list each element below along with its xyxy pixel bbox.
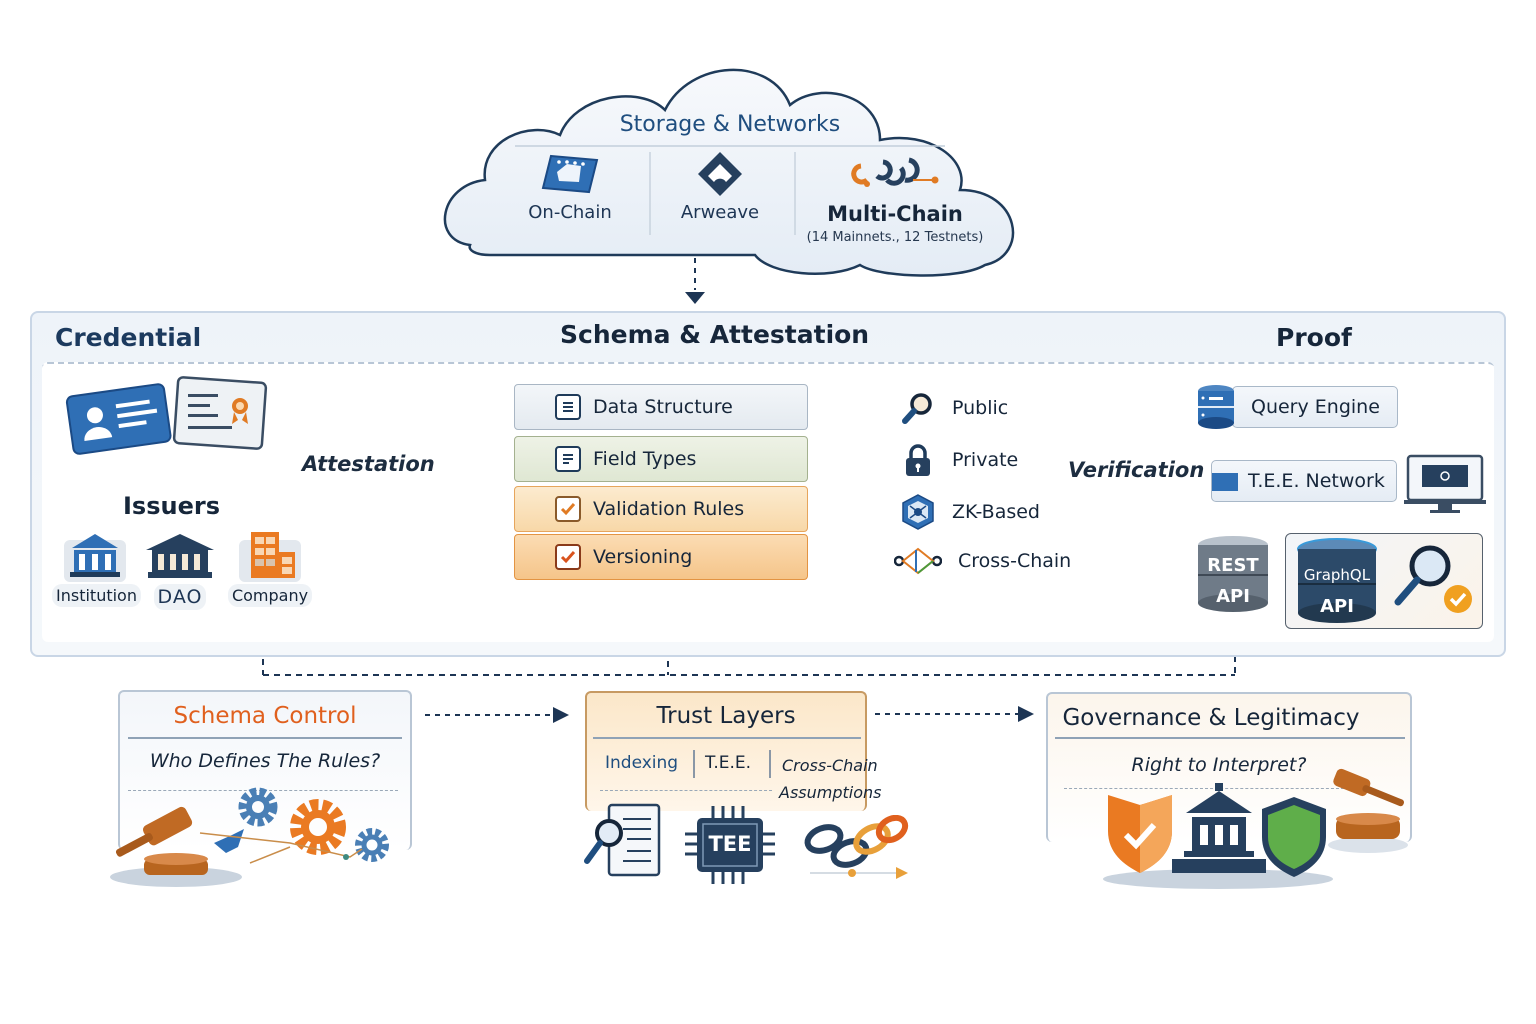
- database-icon: [1198, 385, 1234, 429]
- document-icon: [555, 394, 581, 420]
- schema-control-question: Who Defines The Rules?: [149, 750, 381, 772]
- rest-api-cylinder-icon: [1198, 536, 1268, 612]
- shield-check-icon: [1108, 795, 1172, 873]
- storage-title: Storage & Networks: [619, 112, 841, 137]
- storage-item-on-chain[interactable]: On-Chain: [515, 150, 625, 223]
- storage-item-multi-chain[interactable]: Multi-Chain (14 Mainnets., 12 Testnets): [800, 150, 990, 245]
- chain-links-icon: [851, 157, 939, 187]
- list-document-icon: [555, 446, 581, 472]
- company-label: Company: [227, 584, 313, 607]
- field-types-label: Field Types: [593, 448, 697, 470]
- validation-rules-label: Validation Rules: [593, 498, 745, 520]
- graphql-cylinder-icon: [1297, 538, 1377, 623]
- tee-chip-label: TEE: [708, 832, 752, 856]
- monitor-icon: [1404, 454, 1486, 513]
- governance-question: Right to Interpret?: [1131, 754, 1307, 776]
- institution-icon: [1172, 783, 1266, 873]
- trust-layers-card: [585, 691, 867, 811]
- schema-item-validation-rules[interactable]: Validation Rules: [514, 486, 808, 532]
- certificate-icon: [172, 376, 268, 450]
- trust-separator: [693, 750, 695, 778]
- dao-label: DAO: [153, 584, 207, 610]
- tee-network-tab: [1212, 473, 1238, 491]
- arweave-logo-icon: [698, 152, 742, 196]
- graphql-api-database[interactable]: GraphQL API: [1296, 538, 1378, 624]
- indexing-document-icon: [584, 803, 661, 877]
- cross-chain-label: Cross-Chain: [958, 550, 1072, 572]
- credential-title: Credential: [55, 323, 202, 352]
- trust-layers-divider: [593, 737, 861, 739]
- zk-hexagon-icon: [900, 494, 936, 530]
- trust-item-cross-chain: Cross-Chain: [782, 756, 878, 775]
- checkbox-icon: [555, 544, 581, 570]
- trust-layers-title: Trust Layers: [656, 703, 796, 729]
- magnifier-icon: [900, 390, 936, 426]
- schema-control-divider: [128, 737, 402, 739]
- search-verify-icon: [1394, 545, 1472, 613]
- multi-chain-sublabel: (14 Mainnets., 12 Testnets): [806, 230, 984, 245]
- graphql-api-label: API: [1320, 596, 1354, 617]
- gear-blue-icon: [238, 787, 278, 827]
- versioning-label: Versioning: [593, 546, 693, 568]
- governance-dashed-divider: [1064, 788, 1344, 789]
- visibility-private[interactable]: Private: [900, 442, 1018, 478]
- lock-icon: [900, 442, 936, 478]
- rest-label: REST: [1207, 555, 1259, 576]
- cross-chain-icon: [894, 543, 942, 579]
- query-engine-box[interactable]: Query Engine: [1232, 386, 1398, 428]
- institution-label: Institution: [52, 584, 141, 607]
- governance-icons: [1103, 768, 1408, 889]
- rest-api-database[interactable]: REST API: [1196, 535, 1270, 613]
- tee-chip-icon: [685, 806, 775, 884]
- issuer-institution[interactable]: Institution: [52, 530, 141, 607]
- gear-orange-icon: [290, 799, 346, 855]
- issuer-company[interactable]: Company: [226, 530, 314, 607]
- trust-item-tee: T.E.E.: [705, 753, 752, 773]
- trust-item-indexing: Indexing: [605, 753, 679, 773]
- rest-api-label: API: [1216, 586, 1250, 607]
- multi-chain-label: Multi-Chain: [827, 202, 963, 226]
- verification-label: Verification: [1068, 458, 1205, 482]
- governance-title: Governance & Legitimacy: [1062, 705, 1360, 731]
- issuer-dao[interactable]: DAO: [143, 530, 217, 610]
- public-label: Public: [952, 397, 1009, 419]
- query-engine-label: Query Engine: [1251, 396, 1380, 418]
- governance-divider: [1055, 737, 1405, 739]
- gear-small-icon: [355, 828, 389, 862]
- schema-control-title: Schema Control: [173, 703, 357, 729]
- dao-building-icon: [146, 534, 214, 578]
- tee-network-label: T.E.E. Network: [1248, 470, 1385, 492]
- private-label: Private: [952, 449, 1019, 471]
- trust-item-assumptions: Assumptions: [779, 783, 882, 802]
- checkbox-icon: [555, 496, 581, 522]
- trust-separator: [769, 750, 771, 778]
- tee-chip: TEE: [683, 806, 777, 884]
- attestation-label: Attestation: [302, 452, 435, 476]
- graphql-label: GraphQL: [1303, 566, 1371, 584]
- chain-links-icon: [804, 815, 909, 879]
- blockchain-chip-icon: [541, 154, 599, 194]
- trust-dashed-divider: [600, 790, 772, 791]
- schema-item-data-structure[interactable]: Data Structure: [514, 384, 808, 430]
- zk-based-label: ZK-Based: [952, 501, 1040, 523]
- institution-building-icon: [64, 534, 126, 582]
- company-building-icon: [239, 532, 301, 582]
- visibility-public[interactable]: Public: [900, 390, 1008, 426]
- visibility-cross-chain[interactable]: Cross-Chain: [894, 543, 1071, 579]
- shield-green-icon: [1262, 797, 1326, 877]
- on-chain-label: On-Chain: [528, 202, 612, 223]
- id-card-icon: [65, 376, 268, 455]
- proof-title: Proof: [1276, 323, 1352, 352]
- arweave-label: Arweave: [680, 202, 760, 223]
- schema-item-field-types[interactable]: Field Types: [514, 436, 808, 482]
- visibility-zk-based[interactable]: ZK-Based: [900, 494, 1040, 530]
- storage-item-arweave[interactable]: Arweave: [665, 150, 775, 223]
- schema-attestation-title: Schema & Attestation: [560, 320, 870, 349]
- tee-network-box[interactable]: T.E.E. Network: [1211, 460, 1397, 502]
- gavel-gears-icon: [110, 787, 389, 887]
- issuers-title: Issuers: [123, 492, 220, 520]
- gavel-icon: [1328, 768, 1408, 853]
- schema-item-versioning[interactable]: Versioning: [514, 534, 808, 580]
- data-structure-label: Data Structure: [593, 396, 733, 418]
